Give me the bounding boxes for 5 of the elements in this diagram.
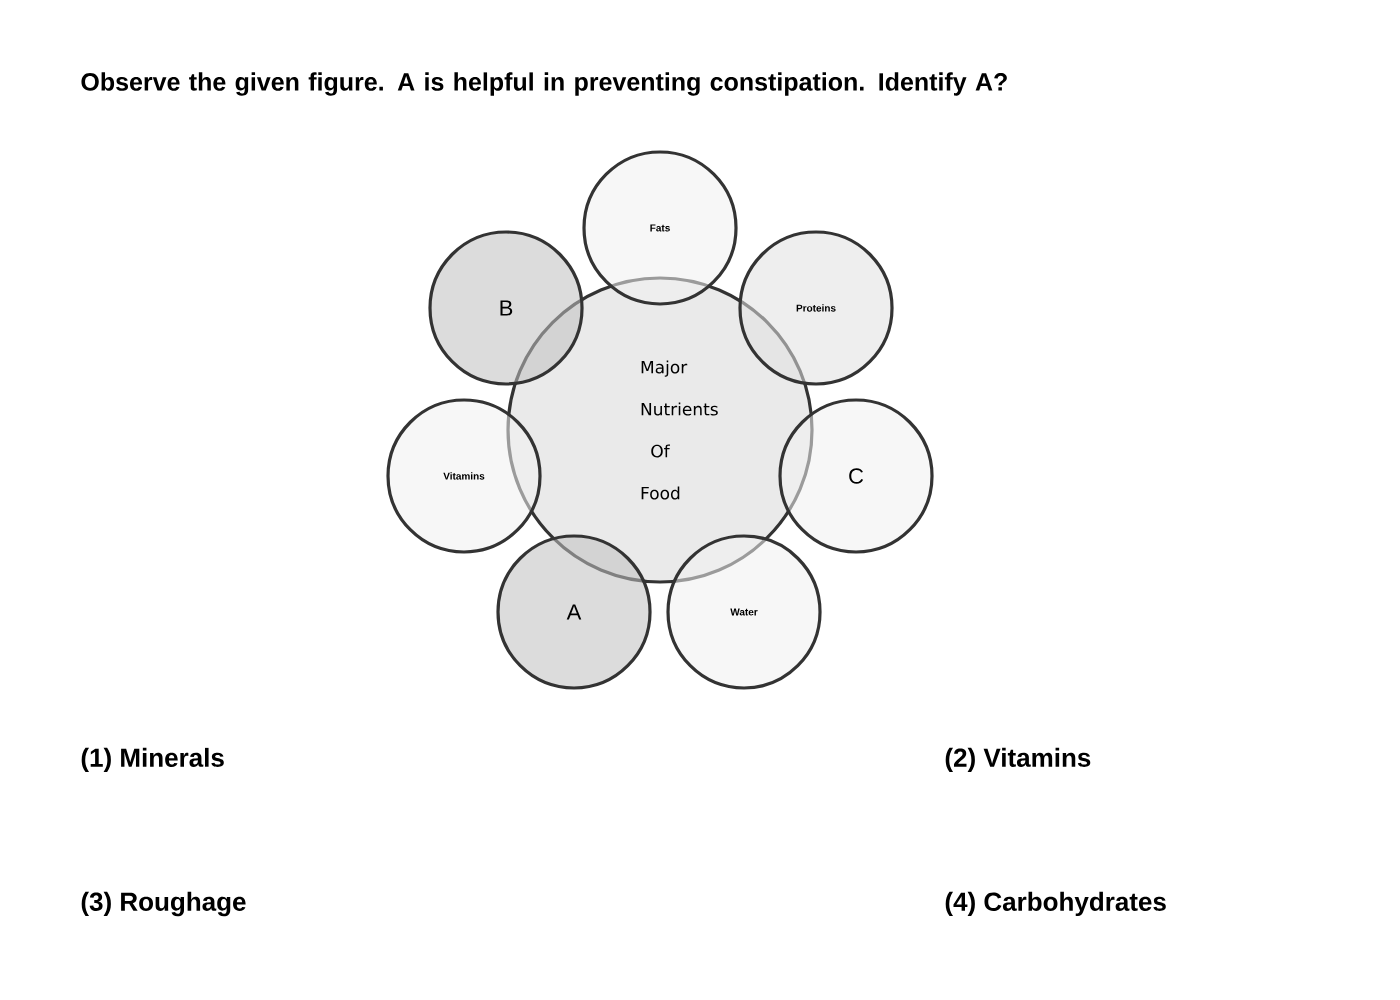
answer-option: (3) Roughage bbox=[81, 891, 246, 917]
answer-option: (1) Minerals bbox=[81, 747, 224, 773]
answer-option: (2) Vitamins bbox=[945, 747, 1091, 773]
question-text: Observe the given figure. A is helpful in preventing constipation. Identify A? bbox=[81, 72, 1007, 96]
answer-option: (4) Carbohydrates bbox=[945, 891, 1166, 917]
